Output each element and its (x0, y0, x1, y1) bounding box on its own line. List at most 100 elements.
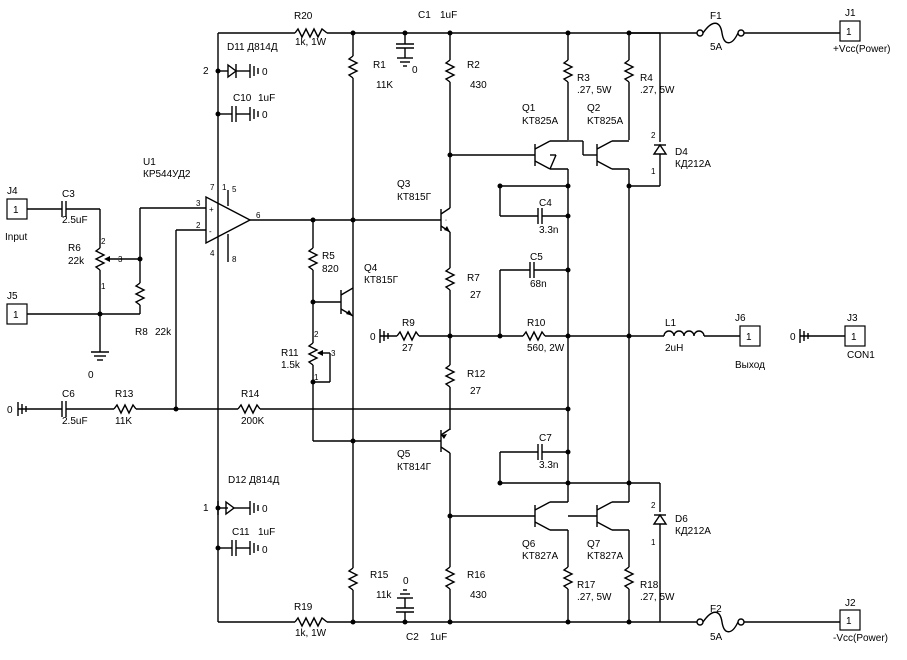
label-l1: L1 (665, 318, 677, 329)
u1-pin5: 5 (232, 185, 237, 194)
value-c1: 1uF (440, 10, 457, 21)
column-353: R1 11K R15 11k (347, 33, 393, 622)
net-j1: +Vcc(Power) (833, 44, 891, 55)
label-q1: Q1 (522, 103, 536, 114)
label-j5: J5 (7, 291, 18, 302)
label-r19: R19 (294, 602, 313, 613)
label-c3: C3 (62, 189, 75, 200)
label-q2: Q2 (587, 103, 601, 114)
value-r2: 430 (470, 80, 487, 91)
value-r3: .27, 5W (577, 85, 612, 96)
ground-c2: 0 (403, 576, 409, 587)
label-q5: Q5 (397, 449, 411, 460)
ground-c6: 0 (7, 405, 13, 416)
zener-d12: D12 Д814Д 1 0 (203, 475, 280, 516)
value-q4: КТ815Г (364, 275, 399, 286)
output-row: 0 R9 27 R10 560, 2W L1 2uH (370, 318, 740, 354)
opamp-u1: + - U1 КР544УД2 3 2 6 7 4 1 5 8 (140, 157, 353, 264)
r6-pin1: 1 (101, 282, 106, 291)
ground-d12: 0 (262, 504, 268, 515)
ground-r9: 0 (370, 332, 376, 343)
value-u1: КР544УД2 (143, 169, 191, 180)
value-l1: 2uH (665, 343, 683, 354)
capacitor-c5: C5 68n (499, 252, 568, 336)
label-r9: R9 (402, 318, 415, 329)
value-r17: .27, 5W (577, 592, 612, 603)
value-r15: 11k (376, 590, 392, 601)
output-bus (567, 186, 630, 483)
junction-dots (97, 30, 632, 625)
connector-j2: 1 J2 -Vcc(Power) (833, 598, 888, 644)
label-r16: R16 (467, 570, 486, 581)
r6-pin3: 3 (118, 255, 123, 264)
ground-j3: 0 (790, 332, 796, 343)
transistor-q5: Q5 КТ814Г (313, 428, 451, 473)
label-r17: R17 (577, 580, 596, 591)
label-d12: D12 Д814Д (228, 475, 280, 486)
pin-j3: 1 (851, 332, 857, 343)
label-c4: C4 (539, 198, 552, 209)
label-d6: D6 (675, 514, 688, 525)
net-j2: -Vcc(Power) (833, 633, 888, 644)
value-c5: 68n (530, 279, 547, 290)
pin-j4: 1 (13, 205, 19, 216)
net-j4: Input (5, 232, 27, 243)
label-c6: C6 (62, 389, 75, 400)
upper-output-stage: R3 .27, 5W R4 .27, 5W Q1 KT825A Q2 KT825… (450, 32, 711, 187)
label-r12: R12 (467, 369, 486, 380)
r6-pin2: 2 (101, 237, 106, 246)
label-r4: R4 (640, 73, 653, 84)
value-r5: 820 (322, 264, 339, 275)
value-q3: КТ815Г (397, 192, 432, 203)
label-c10: C10 (233, 93, 252, 104)
capacitor-c7: C7 3.3n (499, 433, 568, 483)
u1-minus: - (209, 227, 212, 236)
label-r20: R20 (294, 11, 313, 22)
label-r15: R15 (370, 570, 389, 581)
d6-pin1: 1 (651, 538, 656, 547)
label-r14: R14 (241, 389, 260, 400)
value-r4: .27, 5W (640, 85, 675, 96)
label-r1: R1 (373, 60, 386, 71)
u1-plus: + (209, 205, 214, 214)
net-j6: Выход (735, 360, 765, 371)
label-j3: J3 (847, 313, 858, 324)
value-q6: KT827A (522, 551, 558, 562)
label-r18: R18 (640, 580, 659, 591)
capacitor-c1: C1 1uF 0 (396, 10, 457, 76)
zener-d11: D11 Д814Д 2 0 (203, 42, 278, 79)
fuse-f2: F2 5A (696, 604, 745, 643)
value-r14: 200K (241, 416, 265, 427)
connector-j4: 1 J4 Input (5, 186, 28, 243)
value-q7: KT827A (587, 551, 623, 562)
value-r8: 22k (155, 327, 172, 338)
transistor-q3: Q3 КТ815Г (353, 179, 451, 233)
label-q7: Q7 (587, 539, 601, 550)
label-c1: C1 (418, 10, 431, 21)
value-r19: 1k, 1W (295, 628, 327, 639)
label-r8: R8 (135, 327, 148, 338)
label-j2: J2 (845, 598, 856, 609)
label-j4: J4 (7, 186, 18, 197)
value-f2: 5A (710, 632, 723, 643)
value-c10: 1uF (258, 93, 275, 104)
pin-j2: 1 (846, 616, 852, 627)
pin-j1: 1 (846, 27, 852, 38)
ground-input: 0 (88, 370, 94, 381)
capacitor-c10: C10 1uF 0 (218, 93, 275, 122)
value-f1: 5A (710, 42, 723, 53)
fuse-f1: F1 5A (696, 11, 745, 53)
potentiometer-r6: R6 22k 2 3 1 (68, 209, 140, 340)
capacitor-c2: 0 C2 1uF (396, 576, 447, 643)
label-r11: R11 (281, 348, 299, 359)
value-r7: 27 (470, 290, 482, 301)
ground-c11: 0 (262, 545, 268, 556)
value-q1: KT825A (522, 116, 558, 127)
value-c2: 1uF (430, 632, 447, 643)
r11-pin3: 3 (331, 349, 336, 358)
label-d11: D11 Д814Д (227, 42, 278, 53)
label-q6: Q6 (522, 539, 536, 550)
label-r3: R3 (577, 73, 590, 84)
d4-pin2: 2 (651, 131, 656, 140)
u1-pin3: 3 (196, 199, 201, 208)
